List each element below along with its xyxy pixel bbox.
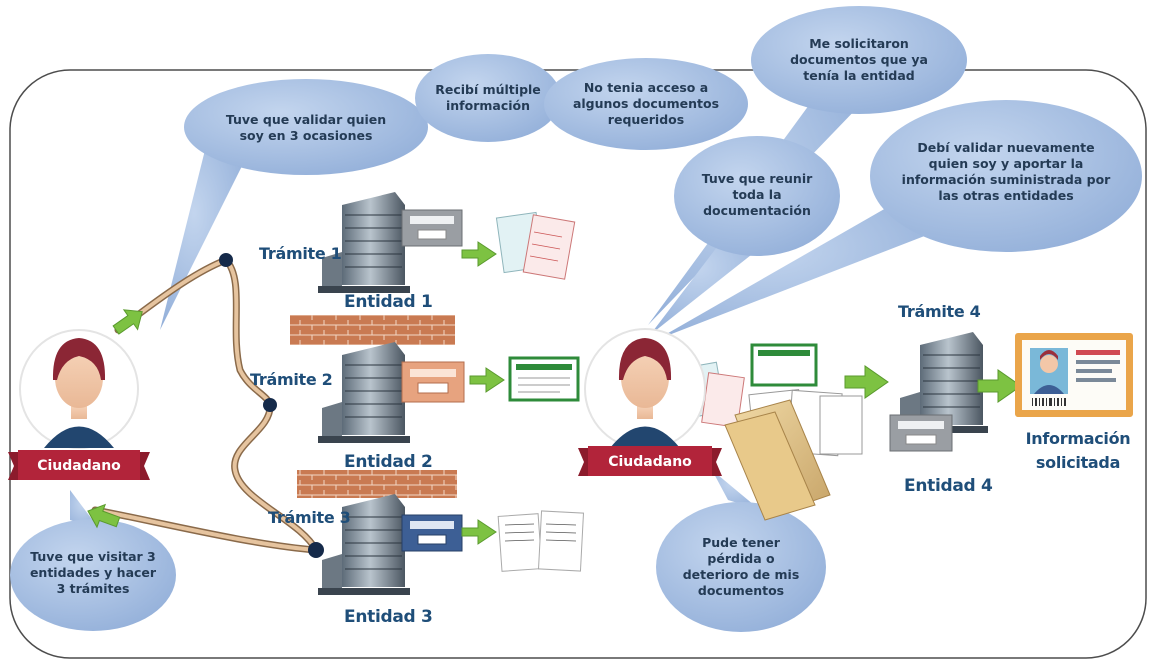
bubble-revalidate (656, 100, 1142, 340)
procedure-4-label: Trámite 4 (898, 302, 981, 321)
entity-2-label: Entidad 2 (344, 452, 433, 472)
bubble-no-access (544, 58, 748, 150)
bubble-text-requested-docs: Me solicitaron documentos que ya tenía l… (790, 36, 928, 83)
result-label: Información solicitada (1025, 429, 1131, 472)
citizen-label-2: Ciudadano (608, 454, 692, 470)
citizen-banner-2: Ciudadano (578, 446, 722, 476)
login-panel-2-icon (401, 361, 465, 403)
node-t2 (263, 398, 277, 412)
procedure-1-label: Trámite 1 (259, 244, 342, 263)
citizen-avatar-1 (19, 329, 139, 449)
arrow-right-icon (844, 365, 889, 399)
node-t1 (219, 253, 233, 267)
arrow-back-left-icon (87, 503, 121, 529)
bubble-text-lost-docs: Pude tener pérdida o deterioro de mis do… (682, 535, 800, 598)
citizen-avatar-2 (584, 328, 706, 450)
arrow-up-right-icon (112, 309, 143, 335)
arrow-right-icon (461, 241, 497, 267)
login-panel-1-icon (401, 209, 463, 247)
folder-icon (724, 399, 831, 521)
arrow-right-icon (469, 367, 505, 393)
entity-3-label: Entidad 3 (344, 607, 433, 627)
entity-1-label: Entidad 1 (344, 292, 433, 312)
login-panel-3-icon (401, 514, 463, 552)
arrow-right-icon (977, 369, 1022, 403)
bubble-text-validate3: Tuve que validar quien soy en 3 ocasione… (225, 112, 387, 143)
bubble-text-no-access: No tenia acceso a algunos documentos req… (572, 80, 720, 127)
document-papers-3-icon (497, 510, 585, 572)
bubble-lost-docs (656, 470, 826, 632)
building-2-icon (318, 342, 410, 443)
entity-4-label: Entidad 4 (904, 476, 993, 496)
building-1-icon (318, 192, 410, 293)
arrow-right-icon (461, 519, 497, 545)
bubble-gather-docs (650, 136, 840, 335)
bubble-text-visit3: Tuve que visitar 3 entidades y hacer 3 t… (29, 549, 157, 596)
building-3-icon (318, 494, 410, 595)
login-panel-4-icon (889, 414, 953, 452)
citizen-banner-1: Ciudadano (8, 450, 150, 480)
id-card-icon (1015, 333, 1133, 417)
document-certificate-2-icon (508, 356, 580, 402)
procedure-2-label: Trámite 2 (250, 370, 333, 389)
node-t3 (308, 542, 324, 558)
bubble-text-multiple-info: Recibí múltiple información (435, 82, 541, 113)
bubble-text-gather-docs: Tuve que reunir toda la documentación (701, 171, 813, 218)
brick-wall-2 (297, 470, 457, 498)
document-forms-1-icon (495, 211, 576, 280)
bubble-text-revalidate: Debí validar nuevamente quien soy y apor… (901, 140, 1111, 203)
citizen-label-1: Ciudadano (37, 458, 121, 474)
procedure-3-label: Trámite 3 (268, 508, 351, 527)
brick-wall-1 (290, 315, 455, 345)
bubble-multiple-info (415, 54, 561, 142)
